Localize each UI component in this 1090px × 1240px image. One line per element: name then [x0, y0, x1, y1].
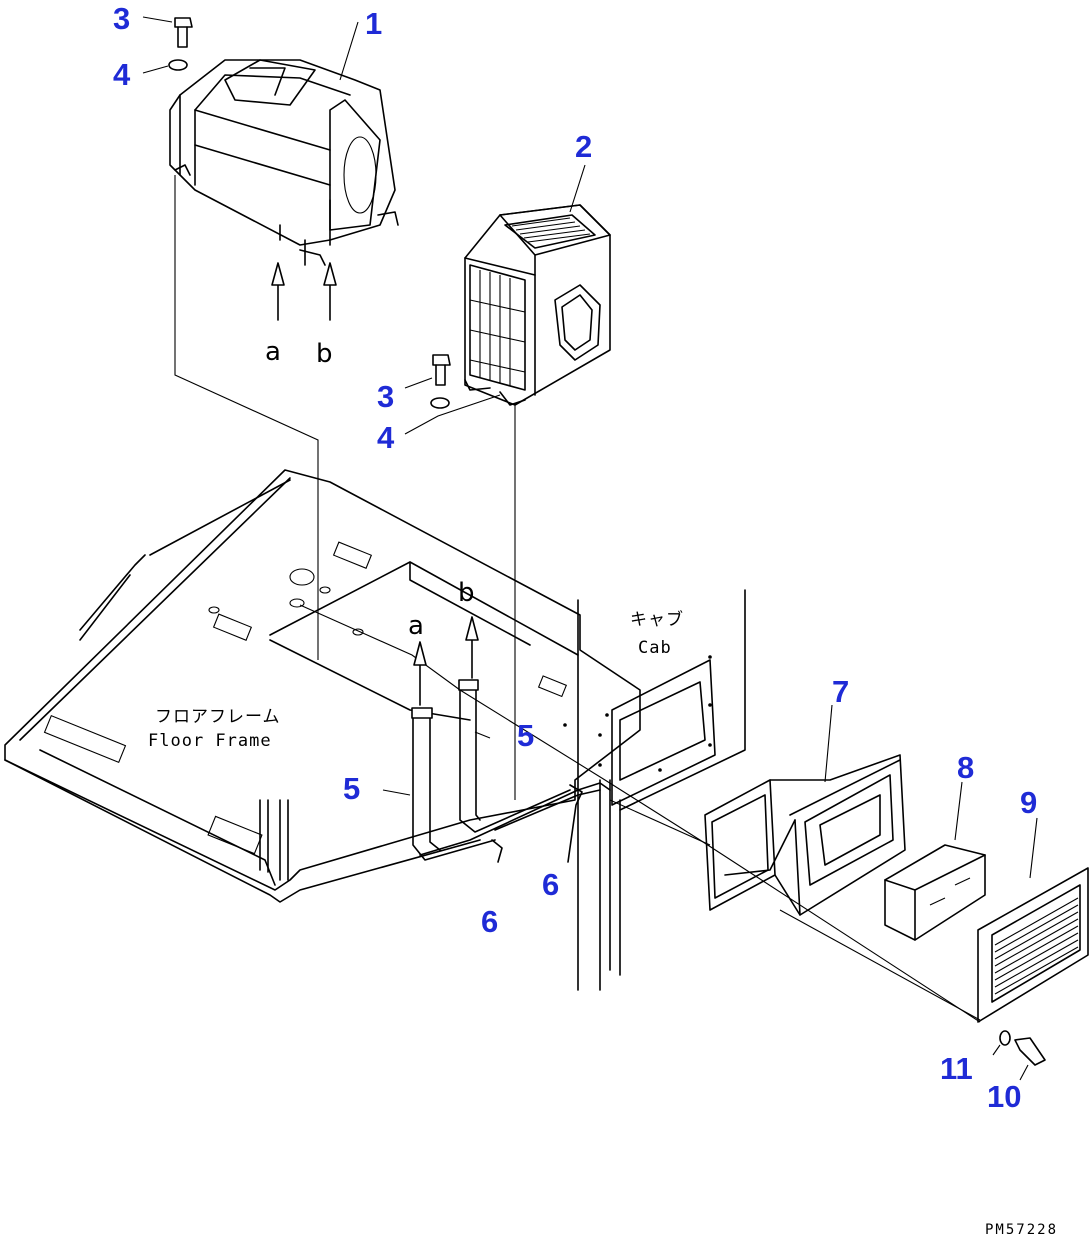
callout-3-mid: 3	[377, 379, 394, 414]
pipes	[382, 679, 611, 861]
arrows	[271, 262, 479, 706]
callout-4-mid: 4	[377, 420, 395, 455]
grille	[977, 867, 1089, 1023]
callout-6-right: 6	[542, 867, 559, 902]
bolt-washer-top	[142, 16, 193, 74]
floor-frame-label-jp: フロアフレーム	[155, 707, 281, 727]
arrow-a-top	[271, 262, 285, 286]
arrow-b-top	[323, 262, 337, 286]
callout-6-left: 6	[481, 904, 498, 939]
callouts: 1 2 3 4 3 4 5 5 6 6 7 8 9 10 11	[113, 1, 1037, 1114]
callout-5-right: 5	[517, 718, 534, 753]
clamps	[491, 784, 583, 863]
filter	[884, 844, 986, 941]
drawing-code: PM57228	[985, 1222, 1058, 1238]
callout-9: 9	[1020, 785, 1037, 820]
letter-b-floor: b	[458, 578, 475, 608]
callout-10: 10	[987, 1079, 1021, 1114]
heater-unit	[169, 59, 399, 266]
callout-7: 7	[832, 674, 849, 709]
arrow-a-floor	[413, 641, 427, 666]
letters: a b a b	[265, 337, 475, 641]
cab-label-jp: キャブ	[630, 609, 684, 630]
floor-frame	[4, 469, 641, 903]
callout-5-left: 5	[343, 771, 360, 806]
floor-frame-label-en: Floor Frame	[148, 731, 272, 751]
letter-b-top: b	[316, 339, 333, 369]
callout-3-top: 3	[113, 1, 130, 36]
letter-a-floor: a	[408, 611, 424, 641]
leader-lines	[174, 21, 1038, 1023]
callout-2: 2	[575, 129, 592, 164]
callout-11: 11	[940, 1051, 973, 1086]
duct	[704, 754, 906, 916]
labels: キャブ Cab フロアフレーム Floor Frame PM57228	[148, 609, 1058, 1238]
heater-cover	[464, 204, 611, 406]
callout-4-top: 4	[113, 57, 131, 92]
callout-1: 1	[365, 6, 382, 41]
cab-label-en: Cab	[638, 638, 672, 658]
screw-washer	[992, 1030, 1046, 1081]
arrow-b-floor	[465, 616, 479, 641]
callout-8: 8	[957, 750, 974, 785]
bolt-washer-mid	[404, 354, 501, 435]
letter-a-top: a	[265, 337, 281, 367]
